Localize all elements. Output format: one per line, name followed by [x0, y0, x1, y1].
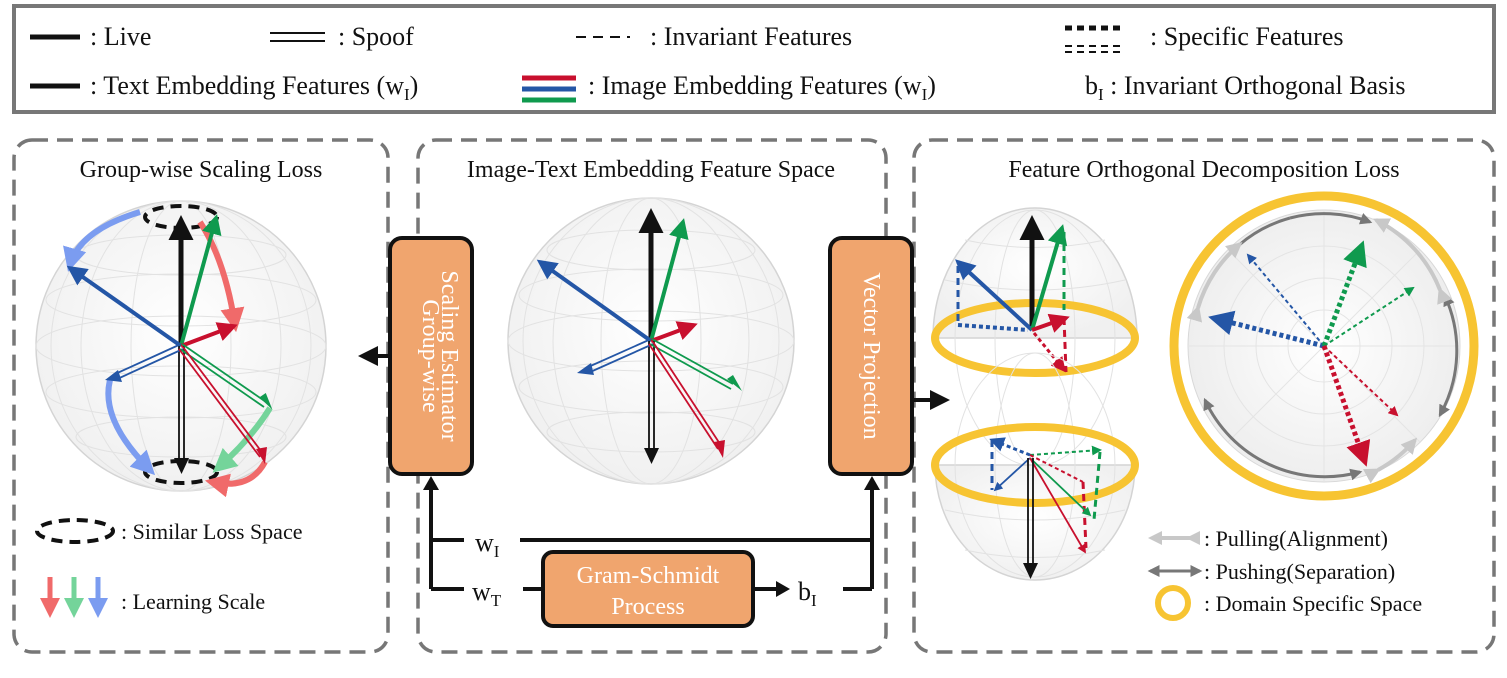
flow-lines: [429, 483, 874, 591]
flow-label-bi: bI: [798, 577, 817, 610]
domain-specific-space-upper: [931, 299, 1139, 377]
flow-arrowhead-projection: [864, 476, 880, 490]
legend-learning-scale: : Learning Scale: [121, 589, 265, 614]
legend-invariant: : Invariant Features: [650, 22, 852, 51]
vector-projection-box: Vector Projection: [828, 236, 914, 476]
mid-green-live-vector: [649, 218, 689, 342]
green-live-vector: [179, 214, 222, 347]
flow-arrowhead-scaling: [423, 476, 439, 490]
polar-red-spoof: [1323, 345, 1399, 417]
domain-specific-space-lower: [931, 423, 1139, 507]
lower-red-specific: [1029, 454, 1084, 483]
pulling-arc-1: [1373, 218, 1453, 305]
legend-spoof: : Spoof: [338, 22, 414, 51]
legend-box: : Live : Spoof : Invariant Features : Sp…: [12, 4, 1496, 114]
flow-arrowhead-bi: [776, 581, 790, 597]
pulling-arc-2: [1186, 241, 1243, 323]
legend-basis: bI : Invariant Orthogonal Basis: [1085, 71, 1406, 104]
pulling-arc-3: [1362, 437, 1418, 484]
learning-scale-icon: [40, 577, 108, 618]
lower-blue-specific: [989, 437, 1031, 457]
gram-schmidt-line1: Gram-Schmidt: [577, 563, 720, 589]
lower-green-specific: [1029, 445, 1102, 456]
pushing-arc-3: [1438, 293, 1459, 418]
lower-green-spoof: [1029, 457, 1092, 517]
flow-label-wi: wI: [475, 528, 500, 561]
polar-green-specific: [1321, 240, 1367, 347]
legend-border: [12, 4, 1496, 114]
upper-red-vector: [1031, 313, 1070, 333]
spoof-line-icon: [270, 32, 325, 42]
legend-image-embedding: : Image Embedding Features (wI): [588, 71, 936, 104]
gram-schmidt-line2: Process: [611, 594, 684, 620]
green-spoof-vector: [179, 343, 273, 410]
right-panel-title: Feature Orthogonal Decomposition Loss: [1008, 157, 1399, 183]
specific-line-icon: [1065, 25, 1122, 53]
legend-pulling: : Pulling(Alignment): [1204, 526, 1388, 551]
legend-domain-specific: : Domain Specific Space: [1204, 591, 1422, 616]
scaling-estimator-box: Group-wise Scaling Estimator: [388, 236, 474, 476]
mid-green-spoof-vector: [649, 338, 742, 391]
mid-blue-live-vector: [536, 259, 653, 343]
lower-blue-spoof: [993, 457, 1031, 492]
left-sphere: [35, 200, 327, 498]
mid-blue-spoof-vector: [577, 338, 654, 375]
domain-specific-ring: [1169, 191, 1479, 501]
mid-spoof-vector: [644, 341, 659, 464]
gram-schmidt-box: Gram-Schmidt Process: [541, 550, 755, 628]
polar-blue-specific: [1208, 310, 1325, 349]
upper-blue-specific: [957, 323, 1029, 332]
legend-specific: : Specific Features: [1150, 22, 1344, 51]
scaling-estimator-line2: Scaling Estimator: [436, 270, 462, 441]
legend-similar-loss: : Similar Loss Space: [121, 519, 302, 544]
learning-scale-red-bottom: [204, 460, 268, 498]
upper-red-invariant: [1062, 317, 1068, 373]
polar-green-spoof: [1323, 286, 1415, 347]
upper-red-specific: [1032, 332, 1066, 373]
middle-panel-title: Image-Text Embedding Feature Space: [467, 157, 835, 183]
middle-sphere: [507, 197, 795, 485]
polar-disk: [1169, 191, 1479, 501]
upper-hemisphere: [931, 207, 1139, 467]
domain-specific-icon: [1155, 585, 1191, 621]
spoof-vector: [174, 346, 189, 474]
pushing-arc-2: [1289, 212, 1373, 225]
blue-spoof-vector: [105, 343, 184, 382]
similar-loss-space-icon: [35, 518, 115, 544]
blue-live-vector: [66, 265, 183, 348]
flow-label-wt: wT: [472, 577, 502, 610]
mid-red-spoof-vector: [648, 341, 725, 458]
learning-scale-blue-top: [63, 209, 141, 272]
red-spoof-vector: [178, 346, 267, 464]
mid-red-live-vector: [650, 321, 698, 343]
upper-green-vector: [1030, 224, 1068, 331]
image-embedding-lines-icon: [522, 75, 576, 103]
pushing-arc-4: [1203, 397, 1363, 481]
left-panel-title: Group-wise Scaling Loss: [80, 157, 323, 183]
scaling-estimator-line1: Group-wise: [417, 299, 443, 412]
vector-projection-label: Vector Projection: [858, 272, 884, 439]
polar-blue-spoof: [1246, 253, 1325, 347]
lower-spoof-vector: [1023, 458, 1038, 579]
lower-hemisphere: [931, 352, 1139, 581]
upper-blue-vector: [955, 259, 1034, 332]
red-live-vector: [180, 322, 238, 348]
lower-red-spoof: [1029, 457, 1086, 554]
legend-live: : Live: [90, 22, 151, 51]
learning-scale-blue-bottom: [105, 379, 156, 476]
pulling-icon: [1148, 531, 1200, 545]
legend-text-embedding: : Text Embedding Features (wI): [90, 71, 418, 104]
legend-pushing: : Pushing(Separation): [1204, 559, 1395, 584]
